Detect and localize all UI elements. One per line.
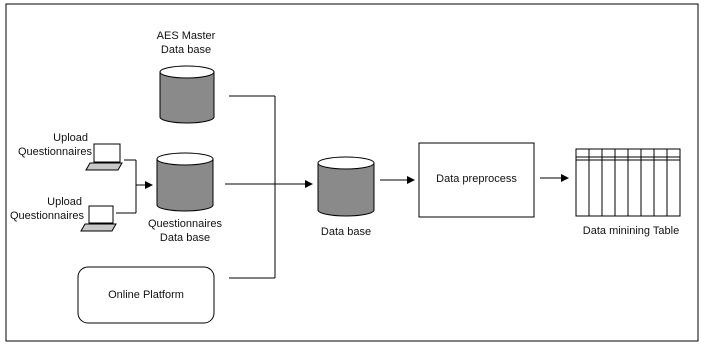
- aes-master-db-label-line1: AES Master: [156, 30, 216, 42]
- data-mining-table-label: Data minining Table: [582, 225, 680, 237]
- data-preprocess-box: [418, 142, 535, 218]
- aes-master-db-icon: [159, 65, 215, 124]
- laptop-icon: [80, 205, 117, 232]
- online-platform-box: [77, 266, 215, 324]
- upload-label-line1: Upload: [47, 196, 82, 208]
- central-db-label: Data base: [320, 226, 372, 238]
- merge-connectors: [225, 95, 313, 279]
- outer-frame: [5, 3, 699, 342]
- upload-questionnaires-label-2: Upload Questionnaires: [10, 195, 84, 223]
- upload-label-line2: Questionnaires: [18, 146, 92, 158]
- aes-master-db-label: AES Master Data base: [136, 29, 236, 57]
- data-mining-table-icon: [575, 148, 681, 217]
- upload-bracket-connector: [116, 159, 153, 214]
- data-preprocess-label: Data preprocess: [436, 173, 517, 185]
- upload-label-line2: Questionnaires: [10, 210, 84, 222]
- questionnaires-db-icon: [156, 152, 214, 212]
- laptop-icon: [85, 143, 123, 171]
- questionnaires-db-label-line2: Data base: [159, 232, 211, 244]
- online-platform-label: Online Platform: [108, 289, 184, 301]
- aes-master-db-label-line2: Data base: [160, 44, 212, 56]
- upload-label-line1: Upload: [53, 132, 88, 144]
- upload-questionnaires-label-1: Upload Questionnaires: [18, 131, 92, 159]
- questionnaires-db-label: Questionnaires Data base: [138, 217, 232, 245]
- central-db-icon: [317, 156, 375, 217]
- questionnaires-db-label-line1: Questionnaires: [148, 218, 222, 230]
